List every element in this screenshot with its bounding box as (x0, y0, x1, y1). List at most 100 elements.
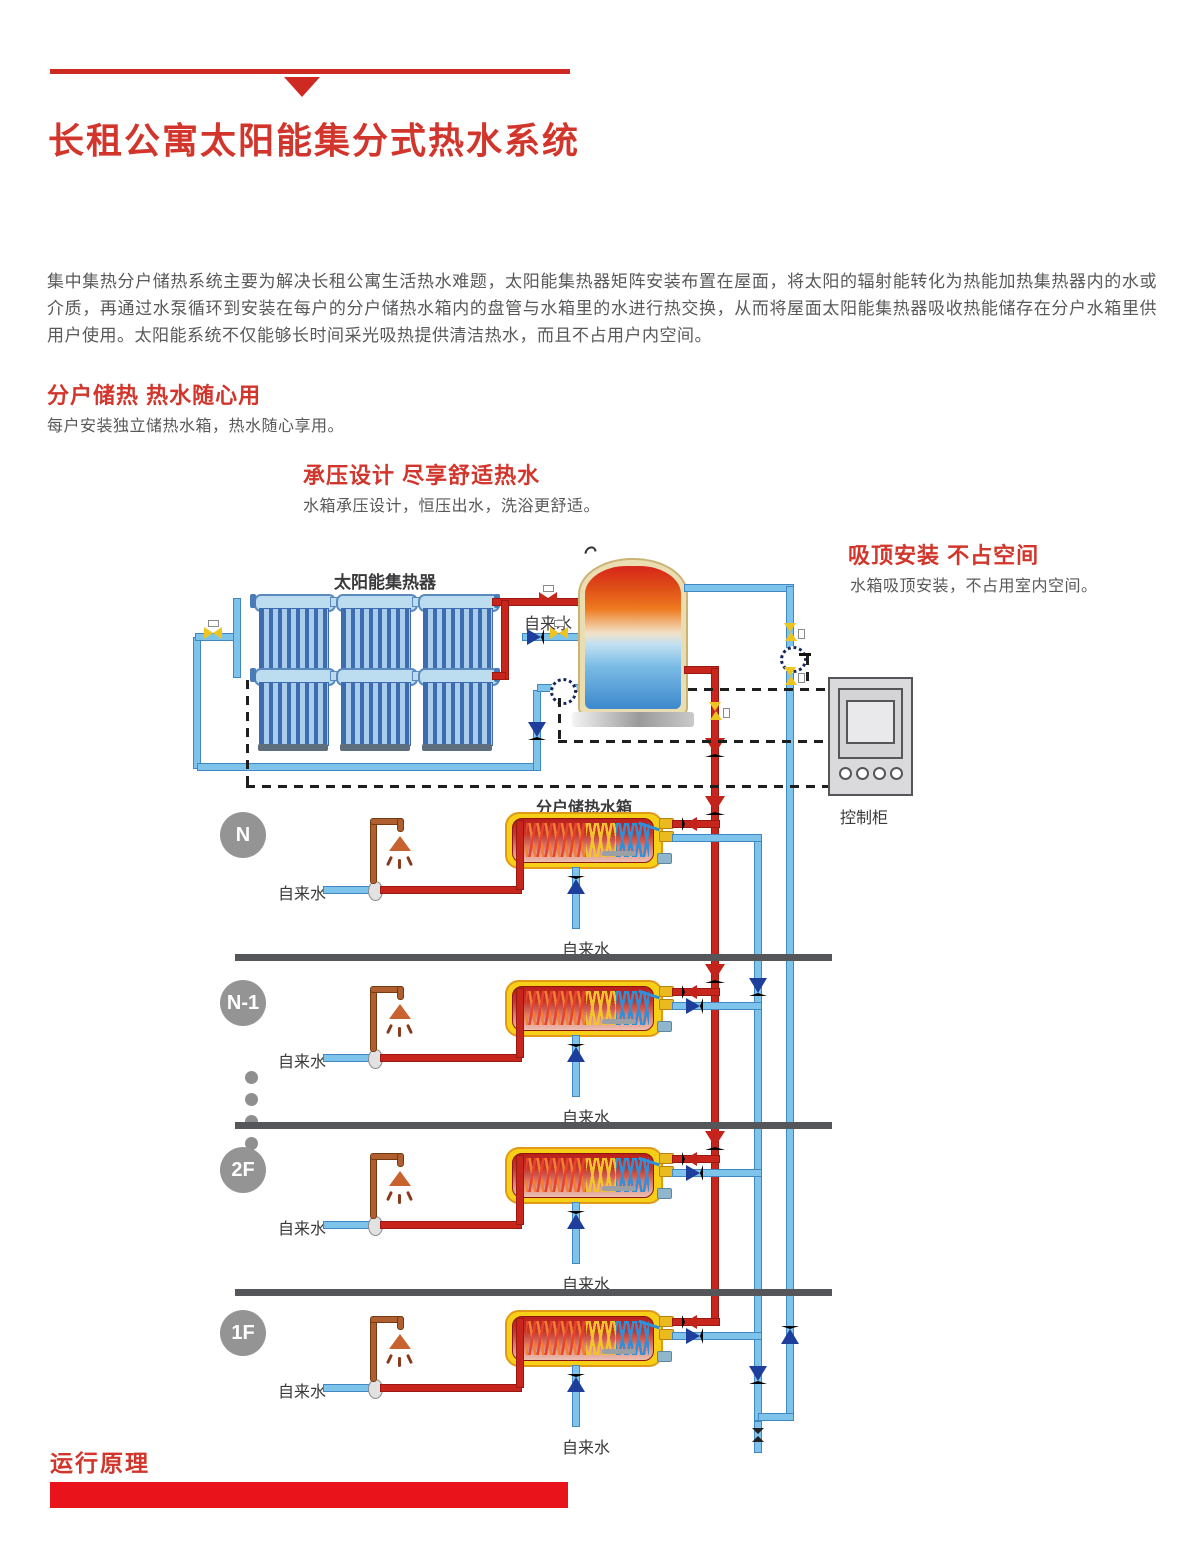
collector-base-rail (258, 744, 328, 751)
pipe-segment (380, 1054, 522, 1062)
valve-cap (723, 708, 730, 718)
electric-heater (602, 851, 636, 856)
flow-arrow-right (686, 998, 703, 1014)
coil-hot (526, 991, 586, 1025)
valve-icon (709, 702, 730, 720)
feature-3-heading: 吸顶安装 不占空间 (848, 543, 1040, 568)
pipe-segment (323, 1221, 371, 1229)
pipe-segment (672, 1332, 762, 1340)
pipe-segment (323, 1384, 371, 1392)
coil-hot (526, 1158, 586, 1192)
tap-water-label: 自来水 (278, 886, 327, 903)
tap-water-label: 自来水 (278, 1384, 327, 1401)
sensor-stub (799, 653, 811, 656)
collector-base-rail (340, 744, 410, 751)
sensor-line (688, 688, 828, 691)
valve-cap (208, 620, 219, 627)
footer-bar (50, 1482, 568, 1508)
pipe-segment (572, 1365, 580, 1427)
flow-arrow-up (567, 876, 585, 894)
sensor-line (246, 785, 828, 788)
floor-slab (235, 1289, 832, 1296)
flow-arrow-left (682, 985, 697, 999)
manifold-endcap (250, 668, 256, 682)
valve-cap (554, 620, 565, 627)
collector-tubes (423, 682, 493, 746)
ellipsis-dot (245, 1093, 258, 1106)
collector-tubes (341, 608, 411, 672)
shower-pipe (397, 1316, 404, 1330)
cabinet-button[interactable] (890, 767, 903, 780)
pipe-segment (572, 1202, 580, 1264)
feature-1-desc: 每户安装独立储热水箱，热水随心享用。 (47, 418, 345, 435)
flow-arrow-down (705, 964, 725, 983)
pipe-segment (323, 1054, 371, 1062)
tap-water-label: 自来水 (562, 1440, 611, 1457)
collector-tubes (259, 682, 329, 746)
pipe-segment (672, 1002, 762, 1010)
manifold-endcap (250, 594, 256, 608)
floor-unit: 1F 自来水 自来水 (220, 1310, 860, 1470)
pipe-segment (684, 584, 794, 592)
flow-arrow-down (749, 978, 767, 996)
intro-paragraph: 集中集热分户储热系统主要为解决长租公寓生活热水难题，太阳能集热器矩阵安装布置在屋… (47, 272, 1157, 345)
dip-tube (516, 1318, 524, 1388)
electric-heater (602, 1186, 636, 1191)
ellipsis-dot (245, 1137, 258, 1150)
floor-badge: N-1 (220, 980, 266, 1026)
spray-icon (398, 859, 401, 869)
flow-arrow-down (705, 796, 725, 815)
flow-arrow-up (567, 1374, 585, 1392)
spray-icon (398, 1357, 401, 1367)
valve-cap (798, 629, 805, 639)
valve-icon (204, 620, 222, 640)
shower-head-icon (389, 1171, 411, 1186)
tap-water-label: 自来水 (278, 1221, 327, 1238)
pipe-segment (501, 600, 509, 680)
spray-icon (386, 855, 393, 867)
sensor-line (558, 740, 828, 743)
pipe-segment (380, 1221, 522, 1229)
valve-icon (784, 623, 805, 641)
collector-tubes (341, 682, 411, 746)
spray-icon (406, 1353, 413, 1365)
collector-tubes (259, 608, 329, 672)
tank-sensor-curl-icon (582, 543, 599, 562)
floor-unit: 2F 自来水 自来水 (220, 1147, 860, 1307)
flow-arrow-down (749, 1366, 767, 1384)
floor-unit: N 自来水 自来水 (220, 812, 860, 972)
drain-valve-icon (752, 1428, 764, 1442)
spray-icon (406, 855, 413, 867)
valve-cap (798, 673, 805, 683)
port-heater (657, 1351, 672, 1362)
coil-hot (526, 1321, 586, 1355)
spray-icon (386, 1023, 393, 1035)
pipe-segment (572, 867, 580, 929)
cabinet-button[interactable] (873, 767, 886, 780)
valve-cap (543, 585, 554, 592)
collector-base-rail (422, 744, 492, 751)
top-rule (50, 69, 570, 74)
pipe-segment (672, 834, 762, 842)
shower-pipe (397, 818, 404, 832)
port-heater (657, 853, 672, 864)
shower-pipe (370, 988, 377, 1052)
valve-icon (784, 667, 805, 685)
spray-icon (398, 1194, 401, 1204)
pipe-segment (380, 886, 522, 894)
cabinet-button[interactable] (856, 767, 869, 780)
pipe-segment (233, 598, 241, 678)
cabinet-button[interactable] (839, 767, 852, 780)
feature-2-desc: 水箱承压设计，恒压出水，洗浴更舒适。 (303, 498, 601, 515)
shower-pipe (370, 820, 377, 884)
spray-icon (386, 1353, 393, 1365)
coil-hot (526, 823, 586, 857)
flow-arrow-down (528, 722, 546, 740)
floor-badge: N (220, 812, 266, 858)
flow-arrow-right (686, 1328, 703, 1344)
floor-badge: 2F (220, 1147, 266, 1193)
pipe-segment (193, 637, 201, 769)
spray-icon (386, 1190, 393, 1202)
pipe-segment (672, 1169, 762, 1177)
down-triangle-icon (284, 77, 320, 97)
